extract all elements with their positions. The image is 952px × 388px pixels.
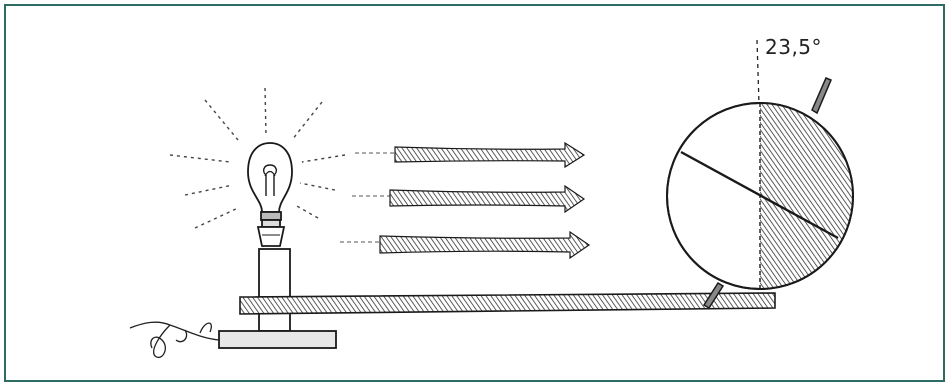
axial-tilt-label: 23,5° [765,35,822,59]
night-side-shading [760,100,860,295]
earth-globe [667,100,860,295]
sunlight-arrow-3 [340,232,589,258]
vertical-reference-line [757,40,759,104]
sunlight-arrows [340,143,589,258]
light-bulb-icon [248,143,292,246]
sunlight-arrow-1 [355,143,584,167]
base-plank [240,293,775,314]
sunlight-arrow-2 [352,186,584,212]
power-cord-icon [130,322,219,357]
